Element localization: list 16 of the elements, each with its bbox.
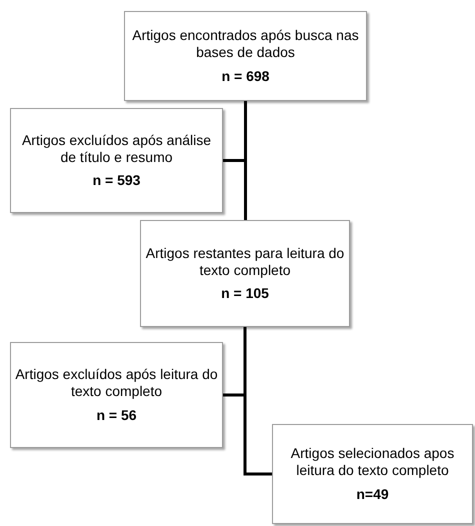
count-text: n = 105 — [221, 285, 269, 302]
count-text: n=49 — [356, 486, 389, 503]
process-box — [124, 11, 367, 101]
count-text: n = 593 — [92, 172, 140, 190]
process-box — [10, 342, 223, 448]
box-text: Artigos excluídos após análise de título e resumo — [20, 132, 212, 166]
process-box — [272, 424, 473, 524]
process-box — [10, 108, 223, 213]
box-text: Artigos selecionados apos leitura do texto completo — [290, 445, 456, 479]
box-text: Artigos restantes para leitura do texto completo — [145, 244, 345, 278]
box-text: Artigos encontrados após busca nas bases de dados — [131, 27, 360, 61]
connector-line — [244, 327, 272, 476]
count-text: n = 56 — [96, 406, 137, 424]
count-text: n = 698 — [222, 68, 270, 85]
box-text: Artigos excluídos após leitura do texto completo — [15, 366, 218, 400]
process-box — [140, 220, 350, 327]
